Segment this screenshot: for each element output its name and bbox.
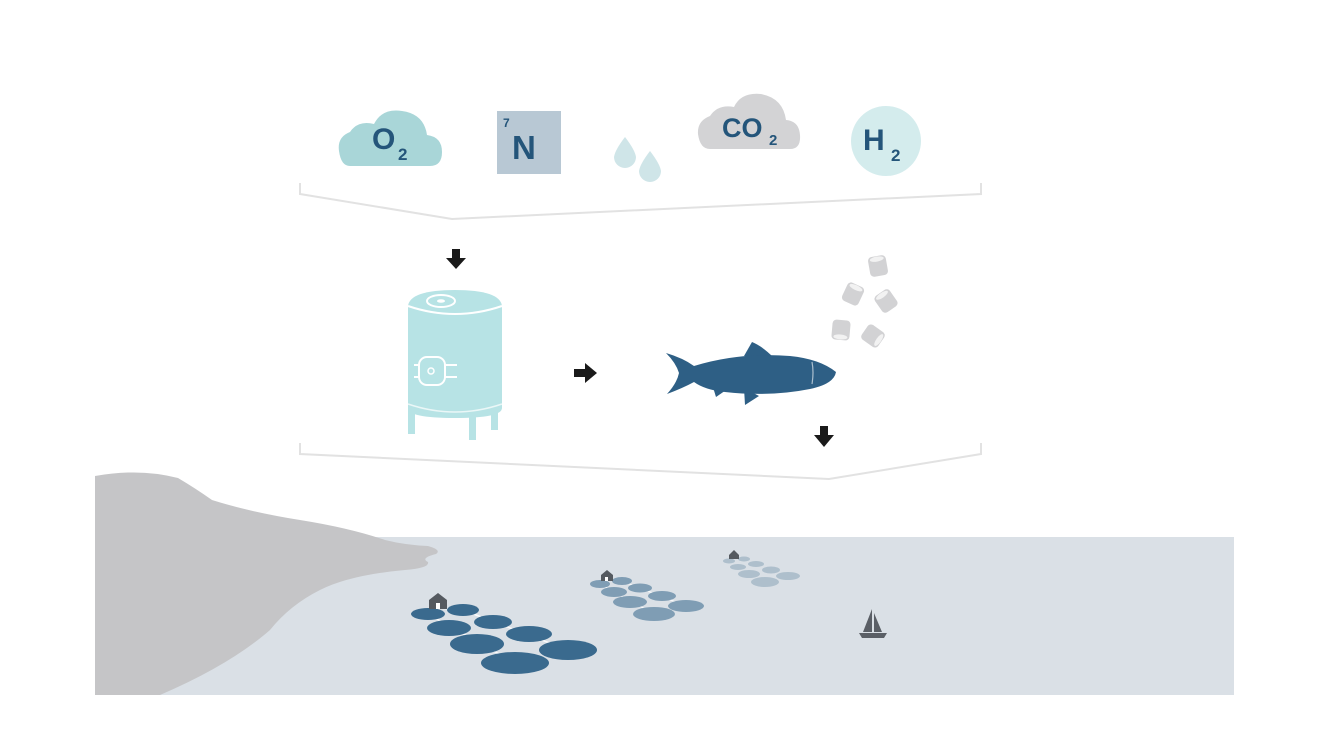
building-icon	[429, 593, 447, 609]
hydrogen-label: H	[863, 124, 885, 157]
building-icon	[601, 570, 613, 581]
co2-label: CO	[722, 113, 763, 143]
arrow-down-icon	[814, 426, 834, 447]
sailboat-icon	[859, 609, 887, 638]
nitrogen-label: N	[512, 129, 536, 166]
oxygen-subscript: 2	[398, 145, 407, 164]
process-bracket	[299, 443, 982, 481]
hydrogen-circle-icon: H 2	[851, 106, 921, 176]
co2-cloud-icon: CO 2	[697, 93, 801, 149]
arrow-down-icon	[446, 249, 466, 269]
oxygen-cloud-icon: O 2	[338, 110, 442, 166]
hydrogen-subscript: 2	[891, 146, 900, 165]
fish-farm-pens-icon	[590, 570, 704, 621]
nitrogen-tile-icon: 7 N	[497, 111, 561, 174]
inputs-bracket	[299, 183, 982, 221]
fermentation-tank-icon	[407, 290, 503, 440]
fish-farm-pens-icon	[723, 550, 800, 587]
water-drops-icon	[614, 137, 661, 182]
nitrogen-atomic-number: 7	[503, 116, 510, 130]
building-icon	[729, 550, 739, 559]
fish-farm-pens-icon	[411, 593, 597, 674]
oxygen-label: O	[372, 123, 395, 156]
arrow-right-icon	[574, 363, 597, 383]
coastline	[95, 472, 438, 695]
fish-icon	[666, 342, 836, 405]
feed-pellets-icon	[831, 255, 898, 348]
co2-subscript: 2	[769, 132, 777, 149]
